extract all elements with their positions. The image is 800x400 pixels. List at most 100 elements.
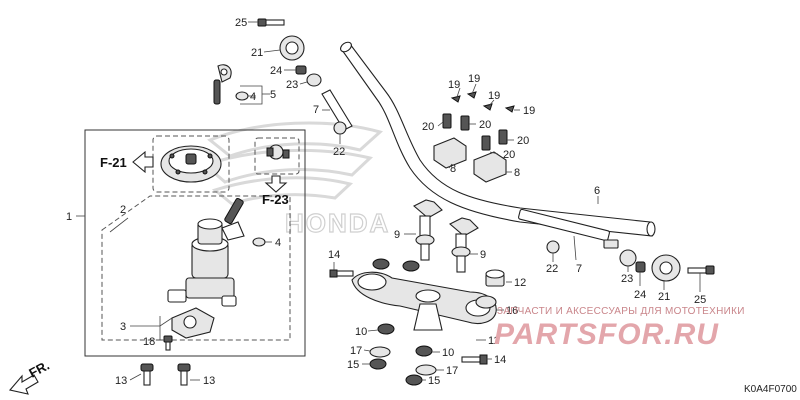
callout-10-left: 10 <box>355 326 367 338</box>
nut-15a <box>369 358 387 370</box>
f21-label: F-21 <box>100 155 127 170</box>
callout-17-right: 17 <box>446 365 458 377</box>
washer-17b <box>415 364 437 376</box>
f23-reference: F-23 <box>262 144 290 207</box>
nut-10top-a <box>372 258 390 270</box>
callout-20-a: 20 <box>422 121 434 133</box>
callout-6: 6 <box>594 185 600 197</box>
callout-13-right: 13 <box>203 375 215 387</box>
washer-23a <box>306 73 322 87</box>
callout-8-right: 8 <box>514 167 520 179</box>
bolt-18 <box>163 335 173 351</box>
logo-text: HONDA <box>285 208 390 238</box>
screw-25b <box>687 265 715 275</box>
callout-19-c: 19 <box>488 90 500 102</box>
callout-12: 12 <box>514 277 526 289</box>
washer-4b <box>252 237 266 247</box>
f23-label: F-23 <box>262 192 289 207</box>
holder-8b <box>473 151 507 183</box>
callout-3: 3 <box>120 321 126 333</box>
washer-23b <box>619 249 637 267</box>
callout-9-left: 9 <box>394 229 400 241</box>
callout-20-d: 20 <box>503 149 515 161</box>
callout-19-d: 19 <box>523 105 535 117</box>
callout-4: 4 <box>250 91 256 103</box>
nut-22a <box>333 121 347 135</box>
callout-7-right: 7 <box>576 263 582 275</box>
nut-10top-b <box>402 260 420 272</box>
fuel-cap <box>160 145 222 183</box>
nut-15b <box>405 374 423 386</box>
diagram-code: K0A4F0700 <box>744 384 797 395</box>
ignition-group-box <box>84 129 306 357</box>
callout-numbers: 25 21 24 23 7 22 4 5 1 2 4 3 18 13 13 19… <box>66 17 706 387</box>
handlebar <box>340 41 656 237</box>
callout-16: 16 <box>506 305 518 317</box>
top-bridge <box>351 271 497 331</box>
callout-18: 18 <box>143 336 155 348</box>
stem-nut-12 <box>485 269 505 287</box>
nut-10a <box>377 323 395 335</box>
bolt-14a <box>329 269 354 278</box>
callout-14-top: 14 <box>328 249 340 261</box>
front-direction-arrow: FR. <box>8 358 52 395</box>
callout-23-right: 23 <box>621 273 633 285</box>
fork-bolt-9a <box>413 199 443 261</box>
callout-25: 25 <box>235 17 247 29</box>
bolt-14b <box>461 354 488 365</box>
callout-1: 1 <box>66 211 72 223</box>
washer-17a <box>369 346 391 358</box>
callout-19-a: 19 <box>448 79 460 91</box>
watermark-tagline: ЗАПЧАСТИ И АКСЕССУАРЫ ДЛЯ МОТОТЕХНИКИ <box>497 306 745 317</box>
holder-8a <box>433 137 467 169</box>
callout-19-b: 19 <box>468 73 480 85</box>
key-set <box>213 64 232 105</box>
callout-20-b: 20 <box>479 119 491 131</box>
callout-23: 23 <box>286 79 298 91</box>
callout-13-left: 13 <box>115 375 127 387</box>
fork-bolt-9b <box>449 217 479 273</box>
callout-21-right: 21 <box>658 291 670 303</box>
callout-15-right: 15 <box>428 375 440 387</box>
ignition-switch <box>167 197 245 307</box>
f23-box <box>254 137 300 175</box>
collar-24b <box>635 261 646 273</box>
screw-25a <box>257 18 285 27</box>
callout-21: 21 <box>251 47 263 59</box>
inner-weight-7b <box>518 208 619 249</box>
callout-5: 5 <box>270 89 276 101</box>
washer-16 <box>475 295 497 309</box>
callout-14-bottom: 14 <box>494 354 506 366</box>
callout-2: 2 <box>120 204 126 216</box>
callout-17-left: 17 <box>350 345 362 357</box>
callout-20-c: 20 <box>517 135 529 147</box>
collar-24a <box>295 65 307 75</box>
callout-22: 22 <box>333 146 345 158</box>
callout-10-right: 10 <box>442 347 454 359</box>
bolt-13a <box>140 363 154 386</box>
callout-24: 24 <box>270 65 282 77</box>
callout-22-right: 22 <box>546 263 558 275</box>
ignition-subgroup-box <box>101 195 291 341</box>
inner-weight-7a <box>321 89 353 131</box>
nut-10b <box>415 345 433 357</box>
callout-25-right: 25 <box>694 294 706 306</box>
leader-lines <box>76 21 701 381</box>
callout-8-left: 8 <box>450 163 456 175</box>
ignition-base <box>171 307 215 339</box>
bolt-13b <box>177 363 191 386</box>
callout-24-right: 24 <box>634 289 646 301</box>
callout-4-lower: 4 <box>275 237 281 249</box>
watermark-brand: PARTSFOR.RU <box>494 318 719 351</box>
callout-15-left: 15 <box>347 359 359 371</box>
holder-bolts-20 <box>442 113 508 151</box>
bar-end-weight-21a <box>279 35 305 61</box>
f21-reference: F-21 <box>100 150 154 174</box>
washer-4a <box>235 91 249 101</box>
bar-end-weight-21b <box>651 254 681 282</box>
nut-22b <box>546 240 560 254</box>
callout-11: 11 <box>488 335 499 347</box>
callout-7: 7 <box>313 104 319 116</box>
callout-9-right: 9 <box>480 249 486 261</box>
